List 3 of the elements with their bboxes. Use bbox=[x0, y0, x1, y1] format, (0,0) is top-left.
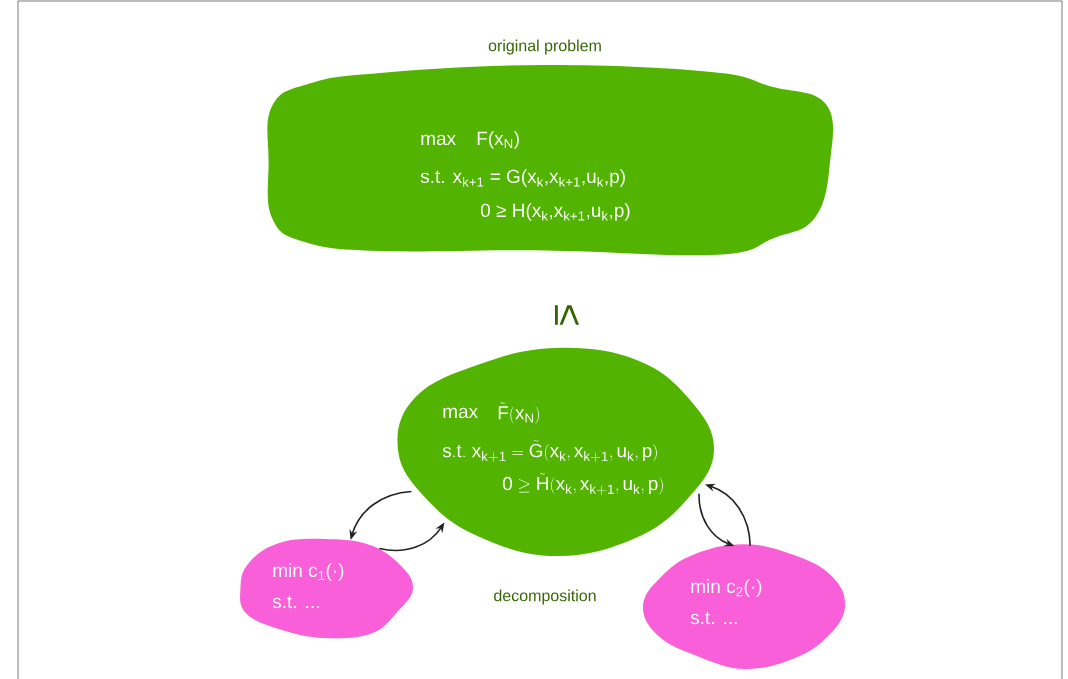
caption-text: decomposition bbox=[494, 589, 596, 605]
relation-symbol: ≤ bbox=[555, 305, 580, 325]
node-label: original problem bbox=[488, 39, 601, 55]
